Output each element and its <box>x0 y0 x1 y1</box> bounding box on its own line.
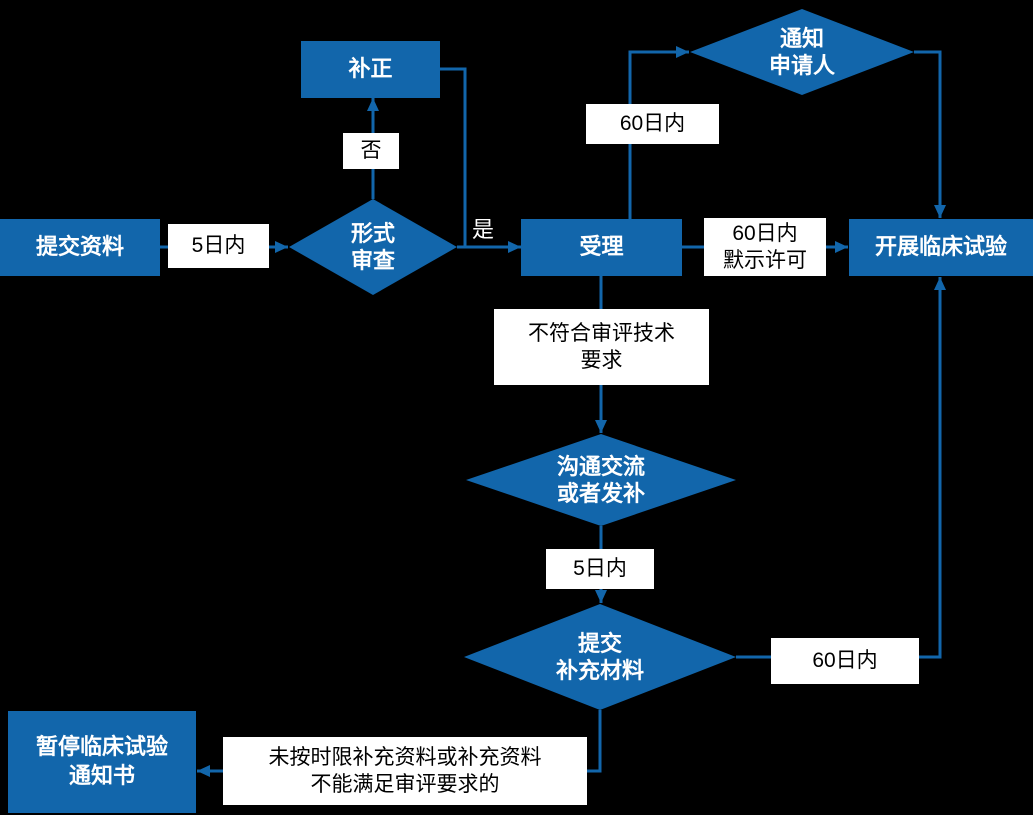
node-notify-applicant: 通知 申请人 <box>768 25 835 79</box>
edge-notify-to-start-trial <box>914 50 946 218</box>
label-within-60-days-implied: 60日内 默示许可 <box>704 218 826 276</box>
label-within-5-days-2: 5日内 <box>546 549 654 589</box>
label-within-60-days-top: 60日内 <box>586 104 719 144</box>
node-formal-review: 形式 审查 <box>350 220 395 274</box>
label-yes: 是 <box>471 217 494 242</box>
communicate-diamond <box>466 434 736 526</box>
node-correction: 补正 <box>301 41 440 98</box>
label-no: 否 <box>343 133 399 169</box>
node-submit-supplement: 提交 补充材料 <box>555 630 644 684</box>
edge-accept-to-notify <box>628 46 689 219</box>
node-accept: 受理 <box>521 219 682 276</box>
label-fail-to-supplement: 未按时限补充资料或补充资料 不能满足审评要求的 <box>223 737 587 805</box>
notify-applicant-diamond <box>690 9 914 95</box>
edge-supplement-to-start-trial <box>736 277 946 659</box>
node-submit-materials: 提交资料 <box>0 219 160 276</box>
node-suspend-notice: 暂停临床试验 通知书 <box>8 711 196 813</box>
formal-review-diamond <box>289 199 457 295</box>
submit-supplement-diamond <box>464 604 736 710</box>
label-not-meet-requirements: 不符合审评技术 要求 <box>494 309 709 385</box>
label-within-60-days-bottom: 60日内 <box>771 638 919 684</box>
edge-correction-rejoin <box>440 67 467 247</box>
label-within-5-days-1: 5日内 <box>168 224 269 268</box>
node-start-clinical-trial: 开展临床试验 <box>849 219 1033 276</box>
node-communicate: 沟通交流 或者发补 <box>556 453 645 507</box>
